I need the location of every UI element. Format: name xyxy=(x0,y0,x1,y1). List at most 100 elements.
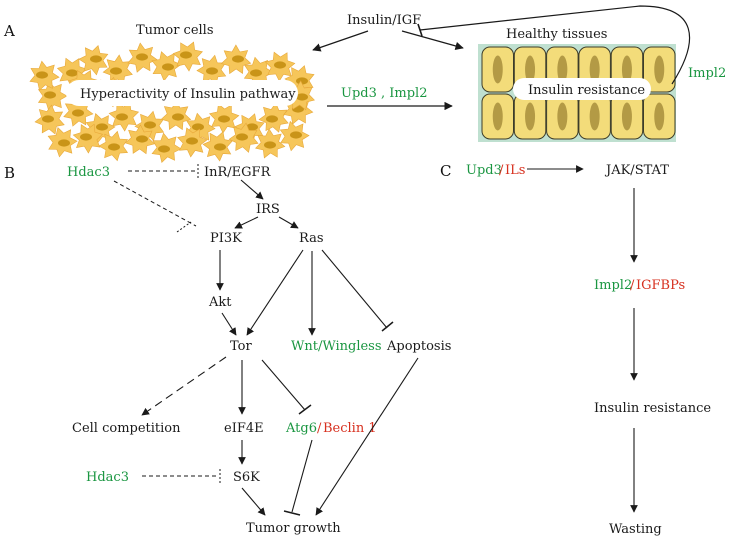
healthy-cell-nucleus xyxy=(557,55,568,84)
signal-label: Upd3 , Impl2 xyxy=(341,86,427,101)
edge-tor-cell-competition xyxy=(141,356,227,416)
c-jakstat: JAK/STAT xyxy=(604,163,669,178)
tumor-cell-nucleus xyxy=(264,141,276,149)
healthy-cell-nucleus xyxy=(492,55,503,84)
feedback-inhibition-bar xyxy=(417,23,423,37)
node-inr-egfr: InR/EGFR xyxy=(204,165,272,180)
healthy-caption-box xyxy=(513,78,651,100)
healthy-cell-nucleus xyxy=(492,102,503,131)
edge-atg6-tumor-growth xyxy=(291,439,313,513)
tumor-cell-nucleus xyxy=(72,109,84,117)
edge-irs-pi3k xyxy=(234,216,259,229)
node-wnt: Wnt/Wingless xyxy=(291,339,382,354)
tumor-cell-nucleus xyxy=(232,55,244,63)
edge-apoptosis-tumor-growth xyxy=(315,357,419,516)
healthy-cell-nucleus xyxy=(589,102,600,131)
tumor-cell-nucleus xyxy=(162,63,174,71)
edge-ras-tor xyxy=(246,249,304,336)
healthy-caption: Insulin resistance xyxy=(528,83,645,98)
node-eif4e: eIF4E xyxy=(224,421,264,436)
node-irs: IRS xyxy=(256,202,280,217)
edge-atg6-tumor-growth-bar xyxy=(283,510,301,516)
node-beclin: Beclin 1 xyxy=(323,421,377,436)
tumor-cell-nucleus xyxy=(144,121,156,129)
edge-ras-apoptosis-bar xyxy=(381,321,394,332)
edge-s6k-tumor-growth xyxy=(241,487,266,516)
healthy-cell-nucleus xyxy=(525,102,536,131)
tumor-cell-nucleus xyxy=(274,61,286,69)
tumor-cell-nucleus xyxy=(66,69,78,77)
panel-c: C Upd3 / ILs JAK/STAT Impl2 / IGFBPs Ins… xyxy=(440,162,711,537)
healthy-cell-nucleus xyxy=(525,55,536,84)
tumor-cell-nucleus xyxy=(36,71,48,79)
tumor-cell-nucleus xyxy=(236,133,248,141)
node-atg6-slash: / xyxy=(317,421,322,436)
tumor-cell-nucleus xyxy=(192,123,204,131)
c-wasting: Wasting xyxy=(609,522,662,537)
tumor-cell-nucleus xyxy=(218,115,230,123)
node-s6k: S6K xyxy=(233,470,260,485)
tumor-cell-nucleus xyxy=(110,67,122,75)
tumor-cell-nucleus xyxy=(290,131,302,139)
tumor-caption-box xyxy=(66,80,298,106)
c-ils: ILs xyxy=(505,163,525,178)
node-tor: Tor xyxy=(230,339,252,354)
node-akt: Akt xyxy=(208,295,232,310)
tumor-cell-nucleus xyxy=(108,143,120,151)
panel-b: B Hdac3 InR/EGFR IRS PI3K Ras Akt Tor Wn… xyxy=(4,164,451,536)
tumor-cell-nucleus xyxy=(206,67,218,75)
panel-a-label: A xyxy=(3,22,15,40)
tumor-cell-nucleus xyxy=(214,143,226,151)
arrow-insulin-to-healthy xyxy=(401,30,464,51)
tumor-cell-nucleus xyxy=(44,91,56,99)
healthy-cell-nucleus xyxy=(589,55,600,84)
tumor-cell-nucleus xyxy=(42,115,54,123)
healthy-tissues-title: Healthy tissues xyxy=(506,27,607,42)
c-igfbps: IGFBPs xyxy=(636,278,685,293)
tumor-cell-nucleus xyxy=(158,145,170,153)
healthy-cell-nucleus xyxy=(557,102,568,131)
node-hdac3-top: Hdac3 xyxy=(67,165,110,180)
healthy-cell-nucleus xyxy=(621,102,632,131)
edge-irs-ras xyxy=(278,216,299,229)
node-tumor-growth: Tumor growth xyxy=(246,521,341,536)
tumor-cell-nucleus xyxy=(186,137,198,145)
edge-hdac3-pi3k-bar xyxy=(176,221,192,233)
tumor-cell-nucleus xyxy=(172,113,184,121)
healthy-cell-nucleus xyxy=(654,102,665,131)
c-upd3: Upd3 xyxy=(466,163,502,178)
tumor-cell-nucleus xyxy=(246,123,258,131)
panel-a: A Tumor cells Insulin/IGF Healthy tissue… xyxy=(3,5,726,163)
tumor-cell-nucleus xyxy=(136,53,148,61)
feedback-inhibition-arc xyxy=(419,5,691,85)
node-cell-competition: Cell competition xyxy=(72,421,181,436)
node-pi3k: PI3K xyxy=(210,231,242,246)
panel-c-label: C xyxy=(440,162,451,180)
c-slash2: / xyxy=(630,278,635,293)
arrow-insulin-to-tumor xyxy=(312,30,369,52)
healthy-cell-nucleus xyxy=(654,55,665,84)
tumor-cells-title: Tumor cells xyxy=(136,23,214,38)
tumor-cell-nucleus xyxy=(80,133,92,141)
c-insulin-resistance: Insulin resistance xyxy=(594,401,711,416)
edge-tor-atg6 xyxy=(261,359,306,411)
edge-ras-apoptosis xyxy=(321,249,388,329)
tumor-cell-nucleus xyxy=(296,77,308,85)
healthy-cell-nucleus xyxy=(621,55,632,84)
edge-tor-atg6-bar xyxy=(298,404,312,415)
edge-hdac3-pi3k xyxy=(113,180,197,227)
node-ras: Ras xyxy=(299,231,324,246)
tumor-cell-nucleus xyxy=(266,115,278,123)
c-impl2: Impl2 xyxy=(594,278,632,293)
tumor-cell-nucleus xyxy=(296,93,308,101)
tumor-cell-nucleus xyxy=(58,139,70,147)
tumor-caption: Hyperactivity of Insulin pathway xyxy=(80,87,296,102)
tumor-cell-nucleus xyxy=(90,55,102,63)
c-slash1: / xyxy=(499,163,504,178)
tumor-cell-nucleus xyxy=(180,51,192,59)
node-hdac3-bottom: Hdac3 xyxy=(86,470,129,485)
insulin-igf-label: Insulin/IGF xyxy=(347,13,421,28)
tumor-cell-nucleus xyxy=(136,135,148,143)
node-atg6: Atg6 xyxy=(285,421,317,436)
